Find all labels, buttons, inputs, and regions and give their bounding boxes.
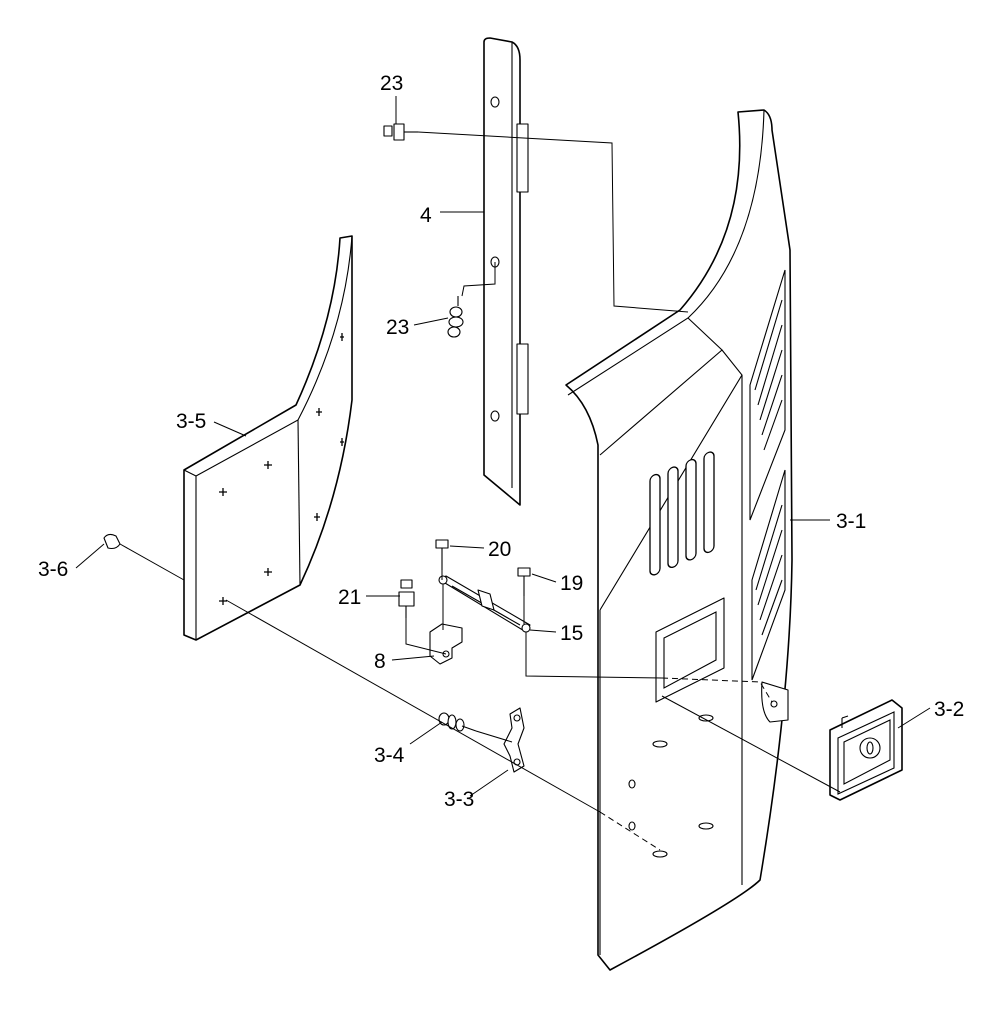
part-3-3-clip xyxy=(503,707,525,773)
callout-3-3: 3-3 xyxy=(444,788,474,811)
latch-arm-assembly xyxy=(398,539,531,665)
callout-3-1: 3-1 xyxy=(836,510,866,533)
callout-4: 4 xyxy=(420,204,432,227)
part-3-5-pad xyxy=(183,235,353,641)
part-4-rail xyxy=(483,37,529,506)
callout-labels: 23 4 23 3-5 3-1 20 3-6 21 19 15 8 3-2 3-… xyxy=(38,72,964,811)
assembly-lines xyxy=(119,131,841,851)
callout-8: 8 xyxy=(374,650,386,673)
callout-20: 20 xyxy=(488,538,511,561)
callout-15: 15 xyxy=(560,622,583,645)
callout-3-4: 3-4 xyxy=(374,744,405,767)
callout-23-middle: 23 xyxy=(386,316,409,339)
top-vent-slots xyxy=(649,451,715,576)
callout-leaders xyxy=(75,96,931,797)
callout-23-top: 23 xyxy=(380,72,403,95)
part-3-4-screw xyxy=(438,712,477,732)
callout-3-6: 3-6 xyxy=(38,558,68,581)
callout-19: 19 xyxy=(560,572,583,595)
part-23-bolts xyxy=(383,123,464,338)
callout-21: 21 xyxy=(338,586,361,609)
callout-3-2: 3-2 xyxy=(934,698,964,721)
side-louvre-grille xyxy=(749,269,786,681)
part-3-2-lock xyxy=(829,699,903,801)
part-3-1-main-panel xyxy=(565,109,793,971)
part-3-6-plug xyxy=(103,533,121,550)
callout-3-5: 3-5 xyxy=(176,410,206,433)
